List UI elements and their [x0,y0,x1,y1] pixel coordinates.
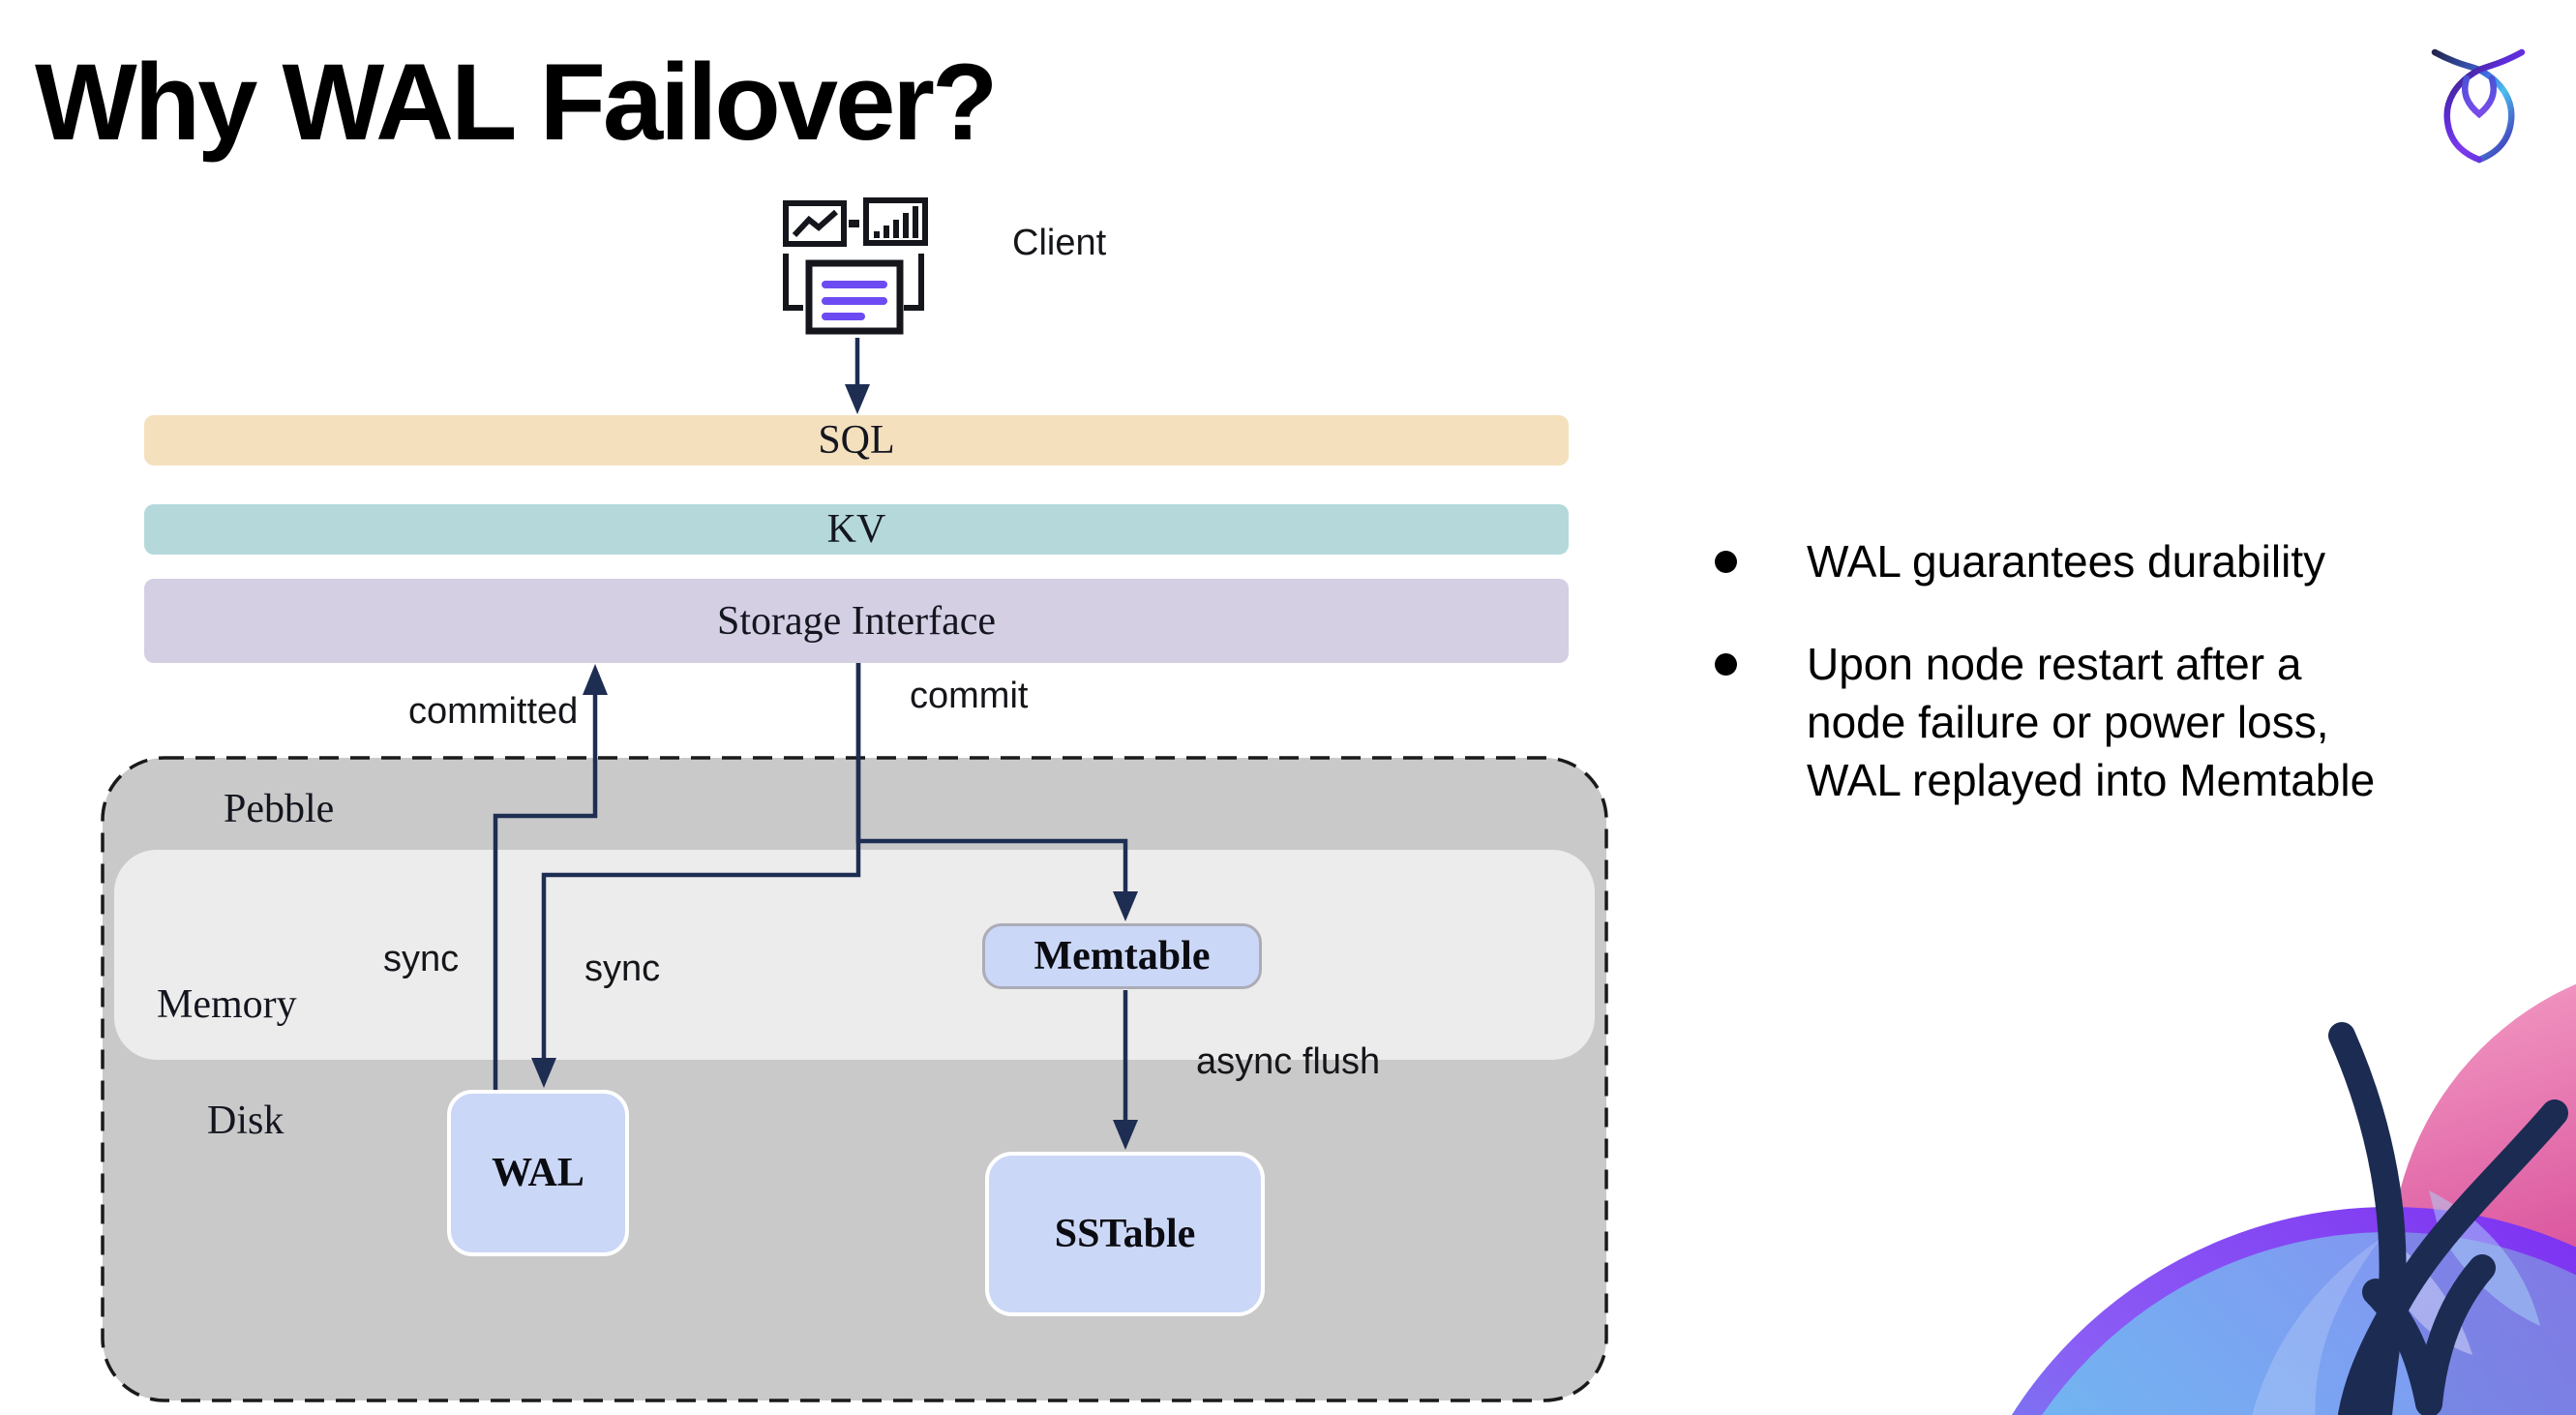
layer-bar-sql: SQL [144,415,1569,466]
bullet-icon [1715,551,1737,573]
edge-label-sync-left: sync [383,939,460,979]
client-label: Client [1012,223,1107,263]
layer-bar-kv: KV [144,504,1569,555]
bullet-text: Upon node restart after a node failure o… [1807,635,2375,809]
layer-bar-storage-interface: Storage Interface [144,579,1569,663]
brand-art [2012,983,2576,1415]
arrowhead-wal [531,1058,556,1088]
edge-label-committed: committed [408,691,579,732]
bullet-line: node failure or power loss, [1807,697,2329,747]
arrowhead-sql [845,384,870,414]
edge-label-commit: commit [910,676,1029,716]
memtable-box: Memtable [982,923,1262,989]
list-item: Upon node restart after a node failure o… [1715,635,2375,809]
bullet-line: WAL guarantees durability [1807,536,2326,587]
arrow-sync-to-wal [541,662,861,1060]
sstable-box: SSTable [985,1152,1265,1316]
arrowhead-storage [583,664,608,695]
edge-label-async-flush: async flush [1196,1041,1381,1082]
bullet-line: WAL replayed into Memtable [1807,755,2376,805]
memory-band [114,850,1595,1060]
bullet-line: Upon node restart after a [1807,639,2302,689]
bullet-icon [1715,653,1737,676]
notes-list: WAL guarantees durability Upon node rest… [1715,532,2375,809]
arrowhead-memtable [1113,891,1138,921]
arrow-wal-committed-to-storage [493,689,598,1090]
arrowhead-sstable [1113,1120,1138,1150]
list-item: WAL guarantees durability [1715,532,2375,590]
wal-box: WAL [447,1090,629,1256]
edge-label-sync-right: sync [584,948,661,989]
pebble-label: Pebble [224,787,335,831]
disk-label: Disk [207,1099,285,1143]
bullet-text: WAL guarantees durability [1807,532,2325,590]
slide-title: Why WAL Failover? [35,42,998,163]
client-icon [783,197,928,335]
cockroachdb-logo-icon [2431,48,2526,164]
brand-art-roach-lines [2328,1022,2568,1415]
memory-label: Memory [157,982,297,1027]
